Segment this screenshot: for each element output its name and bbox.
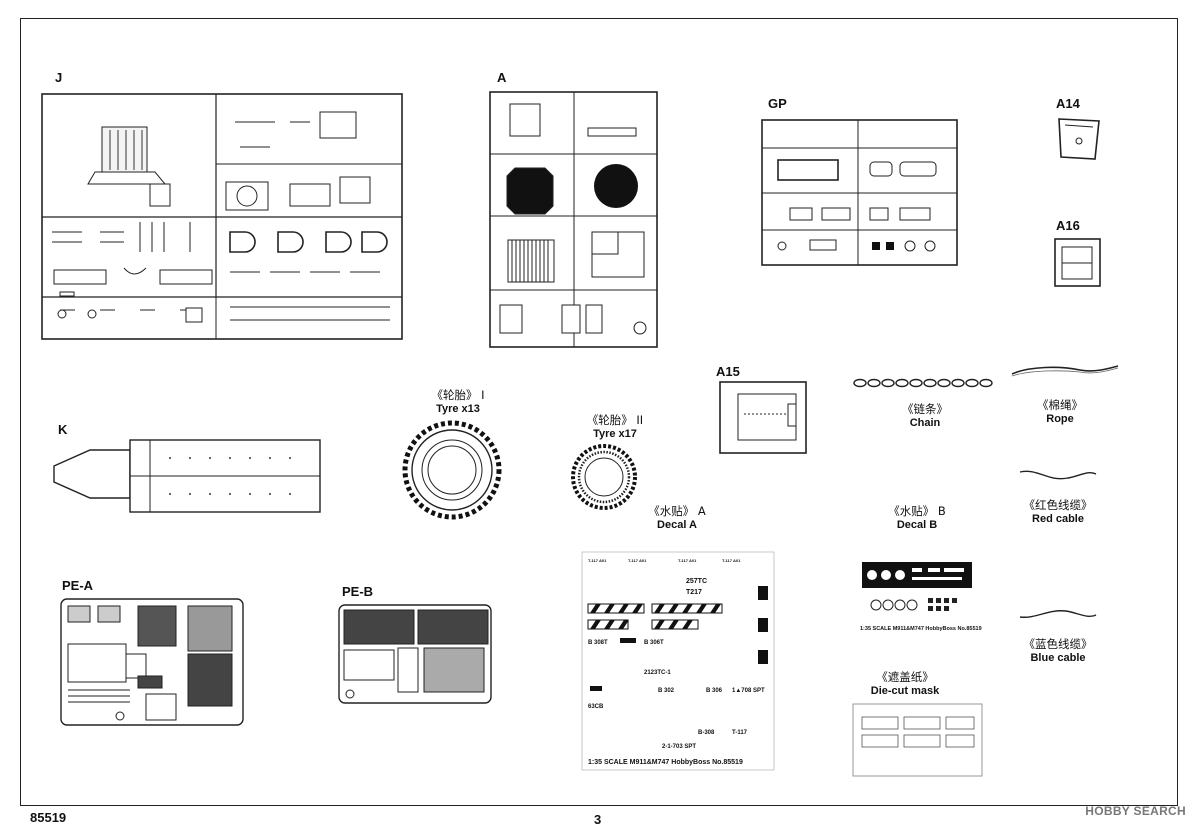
tyre2-zh: 《轮胎》 II	[586, 413, 644, 427]
chain-en: Chain	[909, 417, 941, 429]
decal-a-footer: 1:35 SCALE M911&M747 HobbyBoss No.85519	[588, 759, 743, 766]
sprue-label-gp: GP	[768, 96, 787, 111]
decal-code-10: T-117	[732, 730, 748, 736]
chain-zh: 《链条》	[902, 402, 948, 416]
page-frame	[20, 18, 1178, 806]
fret-pe-a	[60, 598, 245, 733]
part-a15	[718, 380, 808, 460]
part-label-a14: A14	[1056, 96, 1080, 111]
decal-sheet-b: 1:35 SCALE M911&M747 HobbyBoss No.85519	[858, 560, 982, 640]
decal-b-zh: 《水贴》 B	[888, 504, 946, 518]
tyre1-en: Tyre x13	[436, 403, 480, 415]
part-label-a16: A16	[1056, 218, 1080, 233]
decal-code-2: T217	[686, 589, 702, 596]
blue-cable-image	[1018, 605, 1098, 628]
kit-number: 85519	[30, 810, 67, 825]
red-cable-image	[1018, 466, 1098, 489]
sprue-label-a: A	[497, 70, 507, 85]
decal-a-zh: 《水贴》 A	[648, 504, 706, 518]
decal-code-1: 257TC	[686, 578, 707, 585]
decal-code-12: 2-1-703 SPT	[662, 744, 696, 750]
sprue-label-k: K	[58, 422, 68, 437]
tyre2-en: Tyre x17	[593, 428, 637, 440]
tyre2-caption: 《轮胎》 II Tyre x17	[560, 413, 670, 441]
decal-code-11: B-308	[698, 730, 715, 736]
decal-code-5: 2123TC-1	[644, 670, 671, 676]
decal-code-8: 1▲708 SPT	[732, 688, 765, 694]
sprue-a	[488, 90, 660, 355]
tyre2-image	[570, 443, 638, 516]
part-a16	[1053, 237, 1103, 294]
blue-cable-en: Blue cable	[1030, 652, 1086, 664]
hazard-stripes-a	[587, 603, 723, 630]
tyre1-image	[402, 420, 502, 525]
decal-code-7: B 306	[706, 688, 723, 694]
rope-zh: 《棉绳》	[1037, 398, 1083, 412]
rope-en: Rope	[1046, 413, 1074, 425]
red-cable-zh: 《红色线缆》	[1023, 498, 1093, 512]
decal-code-4: B 306T	[644, 640, 664, 646]
blue-cable-zh: 《蓝色线缆》	[1023, 637, 1093, 651]
decal-a-en: Decal A	[657, 519, 697, 531]
sprue-gp	[760, 118, 960, 273]
svg-text:T-117 A01: T-117 A01	[588, 558, 607, 563]
rope-caption: 《棉绳》 Rope	[1010, 398, 1110, 426]
fret-pe-b	[338, 604, 493, 711]
fret-label-pe-b: PE-B	[342, 584, 374, 599]
mask-sheet	[852, 703, 984, 783]
tyre1-caption: 《轮胎》 I Tyre x13	[408, 388, 508, 416]
decal-b-en: Decal B	[896, 519, 938, 531]
fret-label-pe-a: PE-A	[62, 578, 94, 593]
part-label-a15: A15	[716, 364, 740, 379]
chain-caption: 《链条》 Chain	[875, 402, 975, 430]
svg-text:T-117 A01: T-117 A01	[628, 558, 647, 563]
decal-sheet-a: T-117 A01 T-117 A01 T-117 A01 T-117 A01 …	[581, 551, 777, 772]
mask-zh: 《遮盖纸》	[876, 670, 934, 684]
red-cable-en: Red cable	[1032, 513, 1084, 525]
decal-code-9: 63CB	[588, 704, 604, 710]
mask-en: Die-cut mask	[870, 685, 940, 697]
decal-code-3: B 308T	[588, 640, 608, 646]
sprue-k	[50, 436, 340, 521]
decal-b-caption: 《水贴》 B Decal B	[872, 504, 962, 532]
sprue-j	[40, 92, 405, 347]
page-number: 3	[594, 812, 602, 827]
svg-text:T-117 A01: T-117 A01	[722, 558, 741, 563]
part-a14	[1055, 115, 1105, 170]
decal-code-6: B 302	[658, 688, 675, 694]
mask-caption: 《遮盖纸》 Die-cut mask	[855, 670, 955, 698]
svg-text:T-117 A01: T-117 A01	[678, 558, 697, 563]
decal-a-caption: 《水贴》 A Decal A	[632, 504, 722, 532]
watermark: HOBBY SEARCH	[1085, 804, 1186, 818]
rope-image	[1010, 362, 1120, 389]
tyre1-zh: 《轮胎》 I	[431, 388, 485, 402]
decal-b-footer: 1:35 SCALE M911&M747 HobbyBoss No.85519	[860, 626, 982, 632]
chain-image	[852, 373, 993, 398]
blue-cable-caption: 《蓝色线缆》 Blue cable	[1008, 637, 1108, 665]
red-cable-caption: 《红色线缆》 Red cable	[1008, 498, 1108, 526]
sprue-label-j: J	[55, 70, 63, 85]
